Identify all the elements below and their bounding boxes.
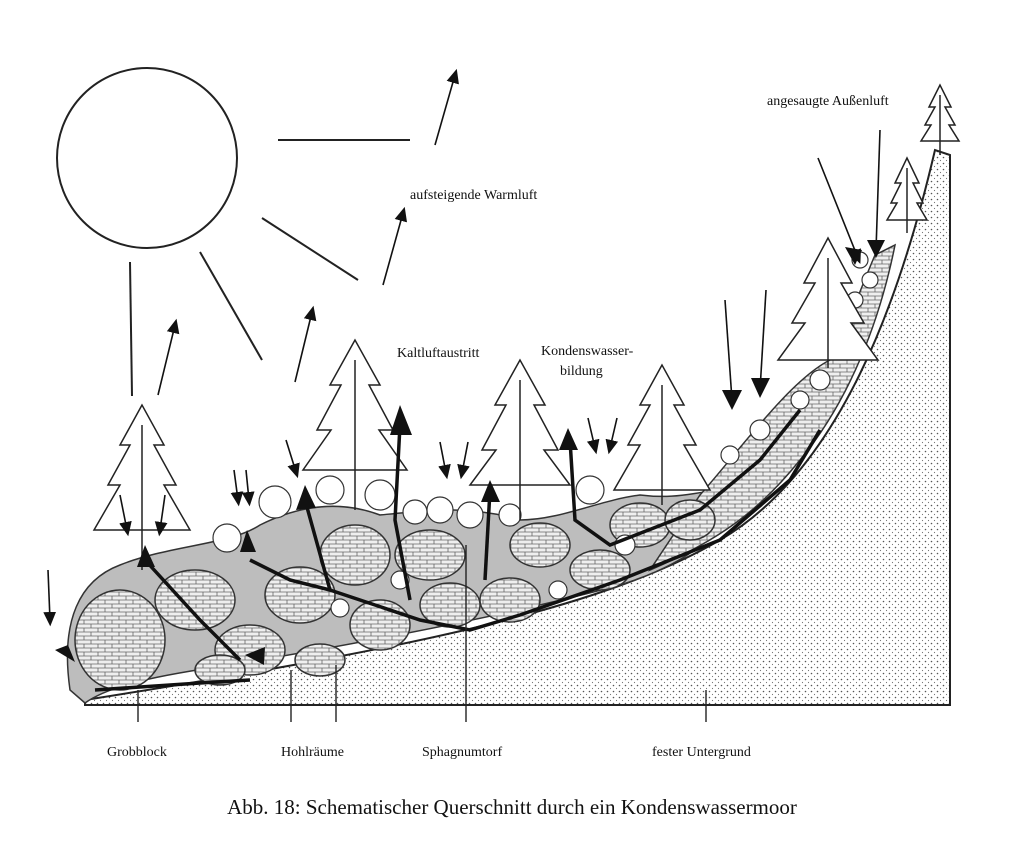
sun-icon [56, 67, 410, 397]
label-condensation-line1: Kondenswasser- [541, 344, 634, 359]
label-bedrock: fester Untergrund [652, 745, 751, 760]
label-condensation-line2: bildung [560, 364, 603, 379]
label-leader-lines [137, 545, 707, 722]
label-outside-air: angesaugte Außenluft [767, 94, 889, 109]
block-field-slope [647, 243, 897, 572]
air-arrows [43, 68, 883, 627]
label-cavities: Hohlräume [281, 745, 344, 760]
label-coarse-block: Grobblock [107, 745, 167, 760]
label-warm-air: aufsteigende Warmluft [410, 188, 538, 203]
label-sphagnum-peat: Sphagnumtorf [422, 745, 503, 760]
label-cold-air-exit: Kaltluftaustritt [397, 346, 480, 361]
tree-icon [92, 83, 961, 570]
cold-air-flow-lines [94, 408, 822, 692]
coarse-blocks [74, 499, 716, 691]
figure-caption: Abb. 18: Schematischer Querschnitt durch… [227, 795, 797, 819]
